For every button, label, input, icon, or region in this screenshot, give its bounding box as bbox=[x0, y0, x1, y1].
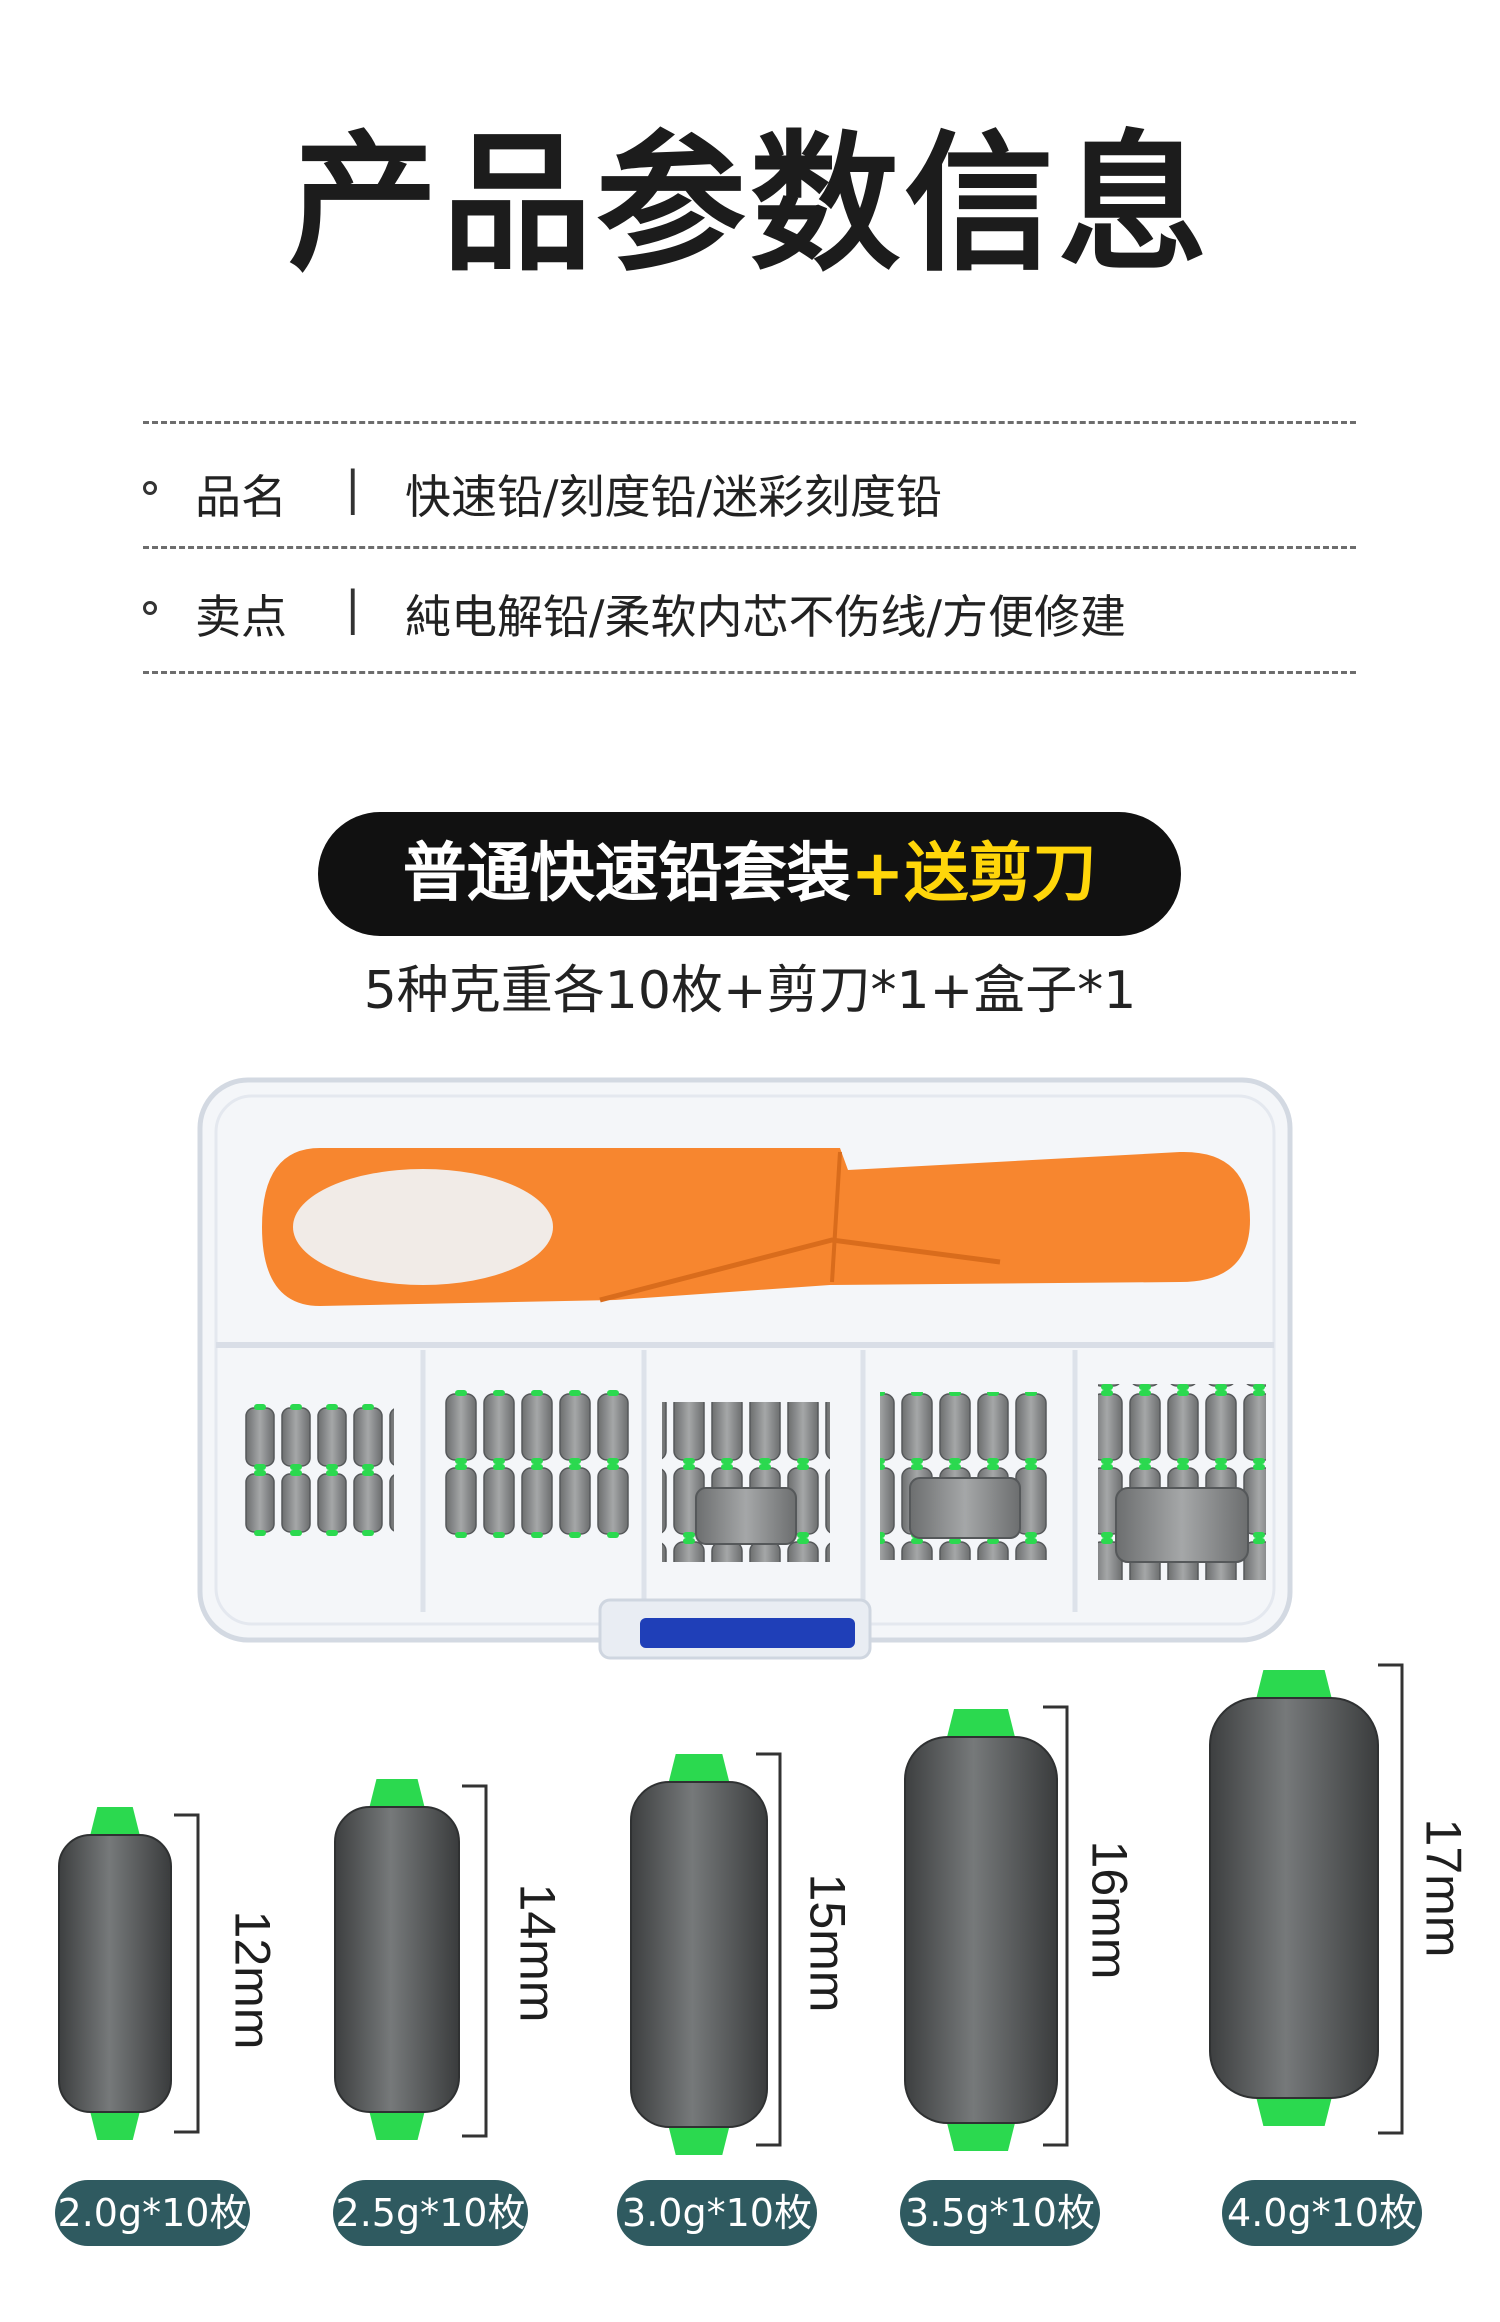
weight-label-4: 3.5g*10枚 bbox=[900, 2180, 1100, 2246]
weight-body bbox=[1209, 1697, 1379, 2099]
product-photo bbox=[58, 1077, 1404, 2155]
lead-weight-3 bbox=[630, 1752, 782, 2155]
top-tip bbox=[1255, 1670, 1333, 1702]
weight-body bbox=[630, 1781, 768, 2128]
divider bbox=[143, 671, 1356, 674]
bottom-tip bbox=[368, 2108, 426, 2140]
bottom-tip bbox=[946, 2119, 1016, 2151]
top-tip bbox=[946, 1709, 1016, 1741]
box-latch bbox=[640, 1618, 855, 1648]
spec-row-selling-points: 卖点 | 純电解铅/柔软内芯不伤线/方便修建 bbox=[143, 571, 1356, 651]
kit-banner-highlight: +送剪刀 bbox=[850, 837, 1097, 911]
bottom-tip bbox=[667, 2123, 731, 2155]
kit-banner: 普通快速铅套装+送剪刀 bbox=[318, 812, 1181, 936]
page-title: 产品参数信息 bbox=[287, 118, 1212, 292]
bottom-tip bbox=[89, 2108, 141, 2140]
top-tip bbox=[89, 1807, 141, 1839]
length-label-3: 15mm bbox=[799, 1873, 856, 2013]
spec-key: 品名 bbox=[195, 470, 287, 524]
kit-banner-main: 普通快速铅套装 bbox=[402, 837, 851, 911]
weight-body bbox=[58, 1834, 172, 2113]
weight-body bbox=[334, 1806, 460, 2113]
spec-separator: | bbox=[345, 461, 361, 515]
lead-weight-2 bbox=[334, 1779, 488, 2140]
lead-weight-4 bbox=[904, 1705, 1069, 2151]
divider bbox=[143, 421, 1356, 424]
weights-in-box bbox=[244, 1384, 1266, 1580]
bottom-tip bbox=[1255, 2094, 1333, 2126]
spec-key: 卖点 bbox=[195, 590, 287, 644]
length-label-2: 14mm bbox=[509, 1883, 566, 2023]
measure-bracket bbox=[756, 1752, 782, 2147]
measure-bracket bbox=[462, 1784, 488, 2138]
lead-weights-row bbox=[58, 1663, 1404, 2155]
spec-value: 純电解铅/柔软内芯不伤线/方便修建 bbox=[405, 590, 1126, 644]
bullet-icon bbox=[143, 601, 157, 615]
top-tip bbox=[667, 1754, 731, 1786]
weight-label-1: 2.0g*10枚 bbox=[55, 2180, 250, 2246]
top-tip bbox=[368, 1779, 426, 1811]
lead-weight-1 bbox=[58, 1807, 200, 2140]
measure-bracket bbox=[1043, 1705, 1069, 2147]
measure-bracket bbox=[174, 1813, 200, 2134]
bullet-icon bbox=[143, 481, 157, 495]
spec-row-name: 品名 | 快速铅/刻度铅/迷彩刻度铅 bbox=[143, 451, 1356, 531]
spec-separator: | bbox=[345, 581, 361, 635]
divider bbox=[143, 546, 1356, 549]
weight-label-5: 4.0g*10枚 bbox=[1222, 2180, 1422, 2246]
measure-bracket bbox=[1378, 1663, 1404, 2135]
scissors-image bbox=[262, 1148, 1250, 1306]
length-label-1: 12mm bbox=[224, 1910, 281, 2050]
kit-contents: 5种克重各10枚+剪刀*1+盒子*1 bbox=[363, 961, 1137, 1021]
length-label-4: 16mm bbox=[1081, 1840, 1138, 1980]
spec-value: 快速铅/刻度铅/迷彩刻度铅 bbox=[405, 470, 942, 524]
weight-label-3: 3.0g*10枚 bbox=[617, 2180, 817, 2246]
length-label-5: 17mm bbox=[1415, 1818, 1472, 1958]
weight-body bbox=[904, 1736, 1058, 2124]
weight-label-2: 2.5g*10枚 bbox=[333, 2180, 528, 2246]
lead-weight-5 bbox=[1209, 1663, 1404, 2135]
